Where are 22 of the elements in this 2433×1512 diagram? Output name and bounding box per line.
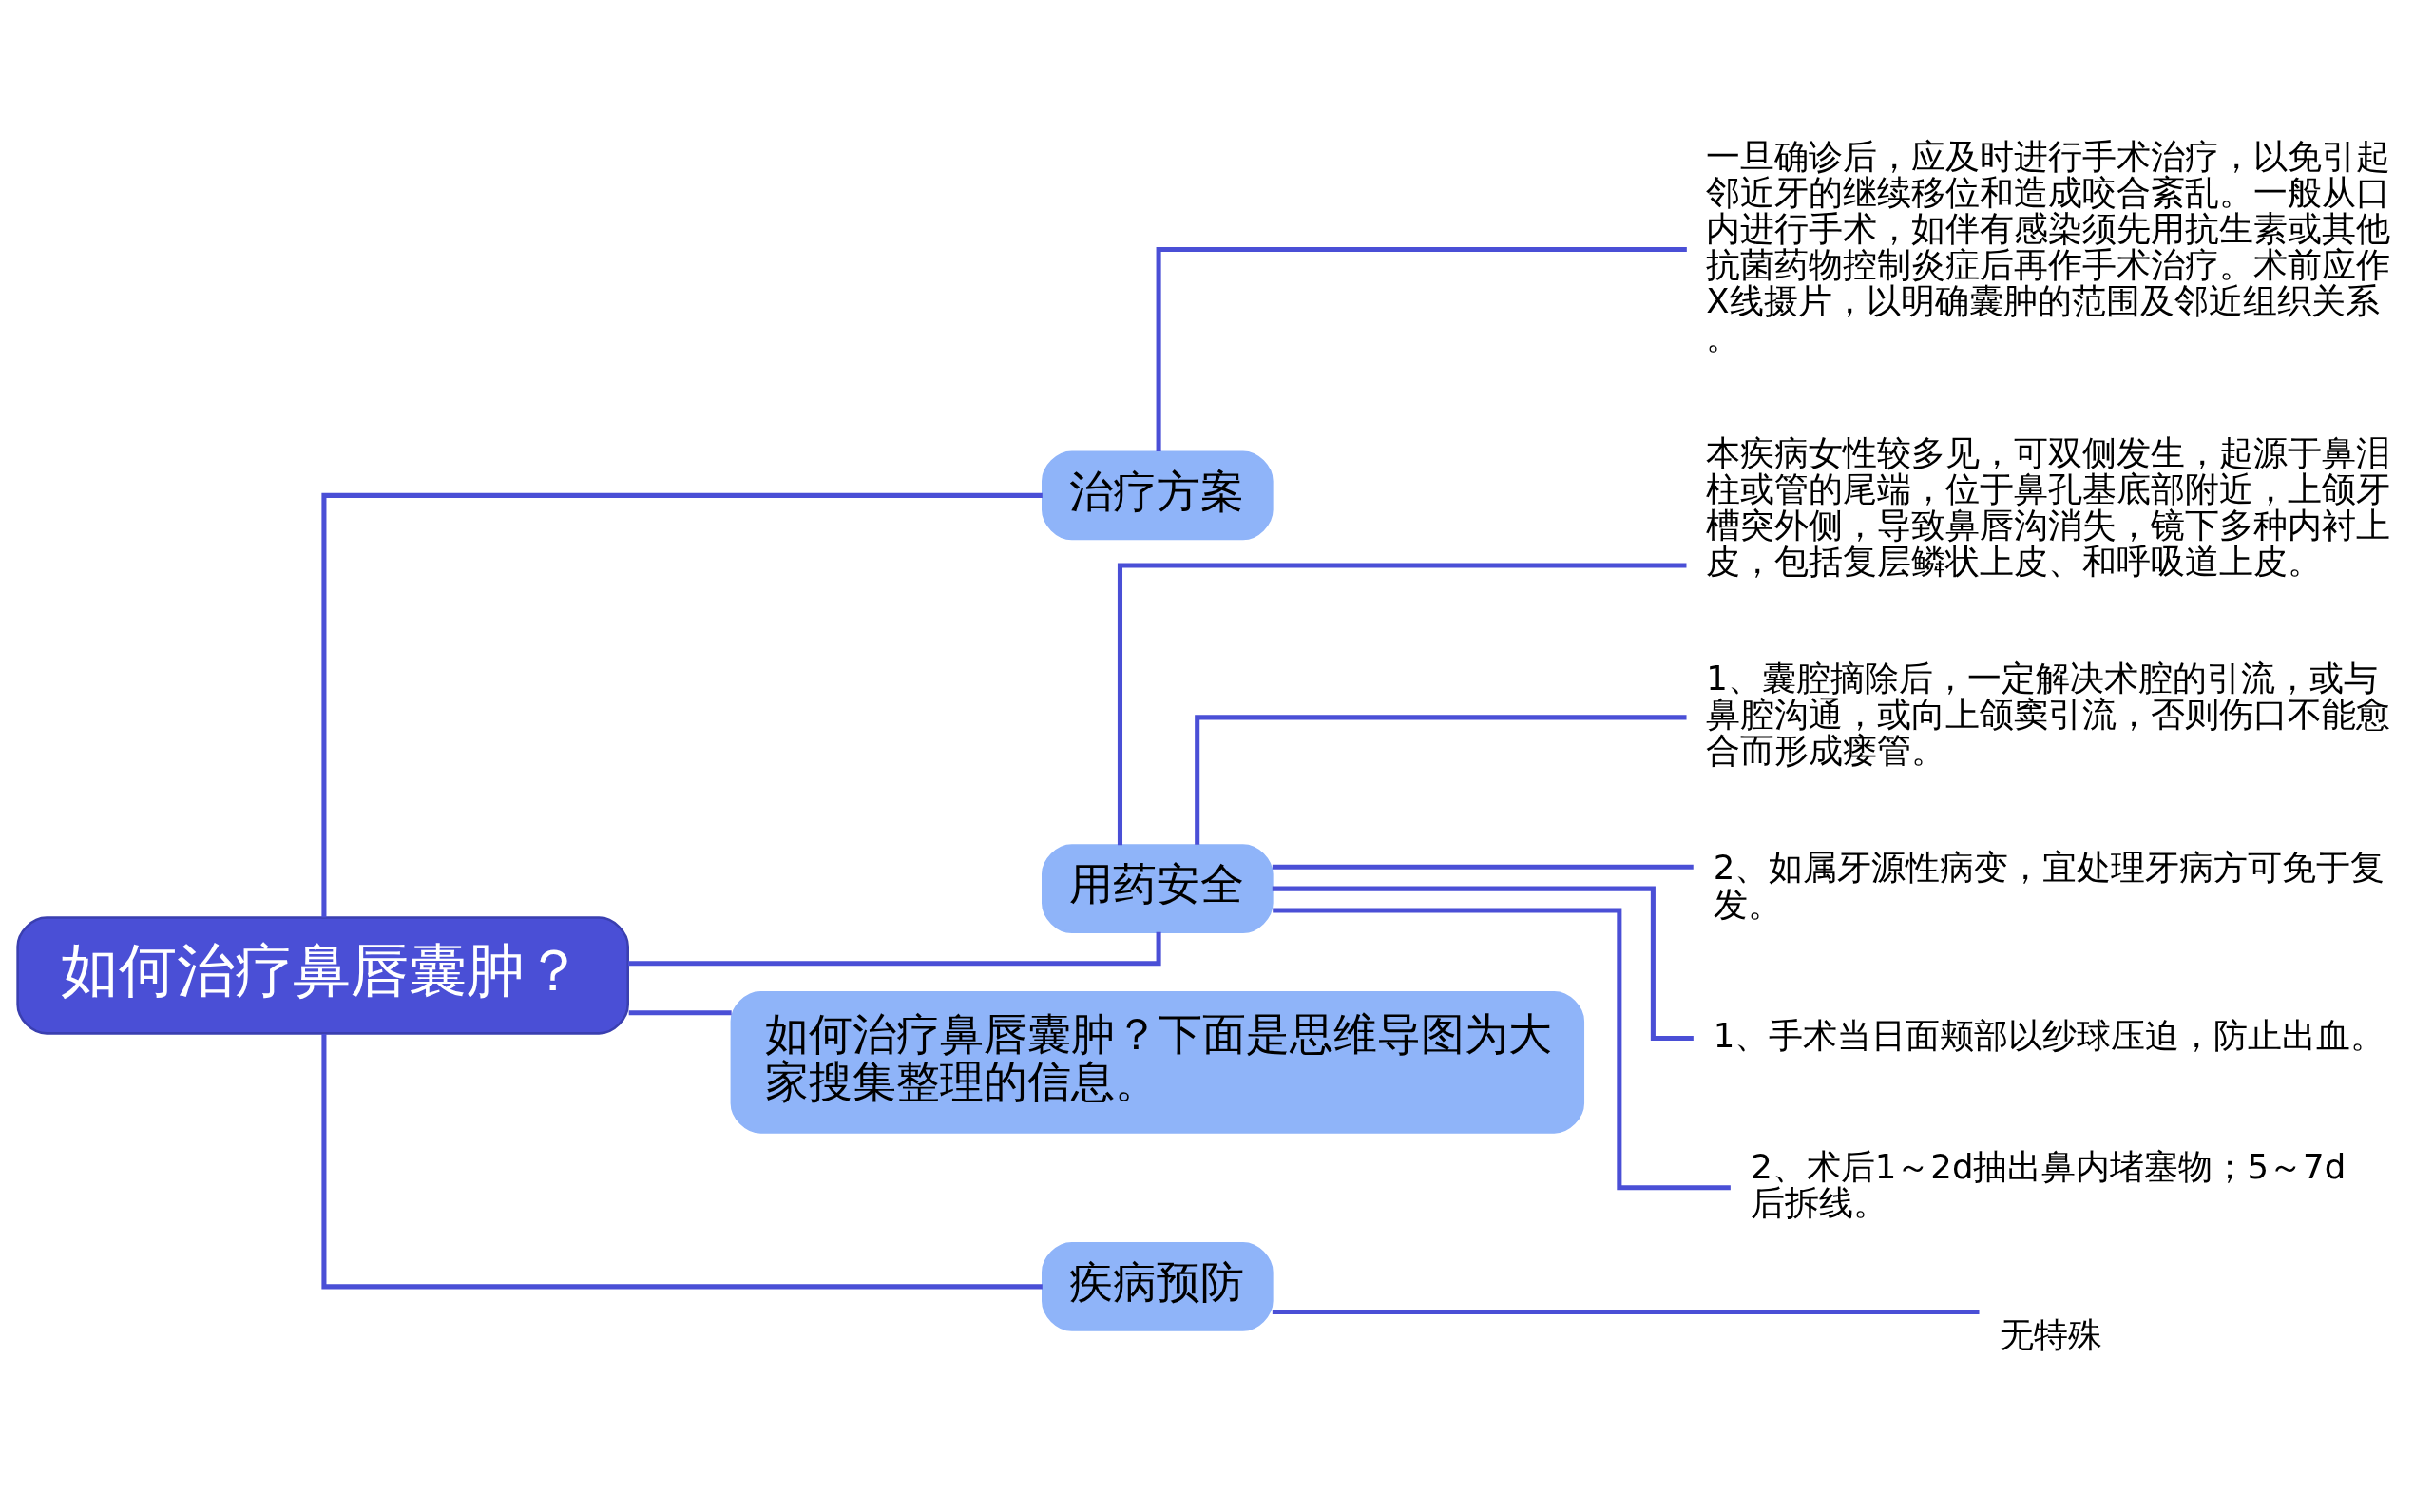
node-text: 一旦确诊后，应及时进行手术治疗，以免引起邻近牙的继续移位和造成咬合紊乱。一般从口内进行手术，如伴有感染须先用抗生素或其他抗菌药物控制炎症后再作手术治疗。术前应作X线摄片，以明确囊肿的范围及邻近组织关系。 — [1706, 136, 2391, 357]
connector — [321, 1034, 1043, 1290]
node-box: 如何治疗鼻唇囊肿？下面是思维导图为大家搜集整理的信息。 — [730, 990, 1585, 1134]
node-text: 1、囊腔摘除后，一定解决术腔的引流，或与鼻腔沟通，或向上颌窦引流，否则伤口不能愈合而形成瘘管。 — [1706, 659, 2391, 771]
connector — [1117, 563, 1687, 846]
node-text: 本疾病女性较多见，可双侧发生，起源于鼻泪柱或管的尾端，位于鼻孔基底部附近，上颌牙槽突外侧，导致鼻唇沟消失，镜下多种内衬上皮，包括复层鳞状上皮、和呼吸道上皮。 — [1706, 432, 2391, 582]
connector — [1156, 246, 1687, 452]
connector — [1272, 864, 1694, 870]
connector — [1272, 1309, 1980, 1315]
connector — [321, 492, 1043, 918]
node-text: 1、手术当日面颊部以纱球压迫，防止出血。 — [1713, 1015, 2385, 1055]
node-box: 治疗方案 — [1042, 450, 1274, 541]
node-text: 无特殊 — [1999, 1314, 2102, 1354]
connector — [627, 931, 1161, 967]
node-text: 2、术后1～2d抽出鼻内堵塞物；5～7d后拆线。 — [1751, 1147, 2347, 1223]
connector — [1195, 715, 1687, 845]
node-box: 用药安全 — [1042, 844, 1274, 934]
connector — [628, 1010, 732, 1016]
node-text: 2、如属牙源性病变，宜处理牙病方可免于复发。 — [1713, 848, 2385, 924]
node-box: 疾病预防 — [1042, 1241, 1274, 1331]
node-box: 如何治疗鼻唇囊肿？ — [16, 916, 629, 1035]
connector — [1273, 908, 1731, 1191]
